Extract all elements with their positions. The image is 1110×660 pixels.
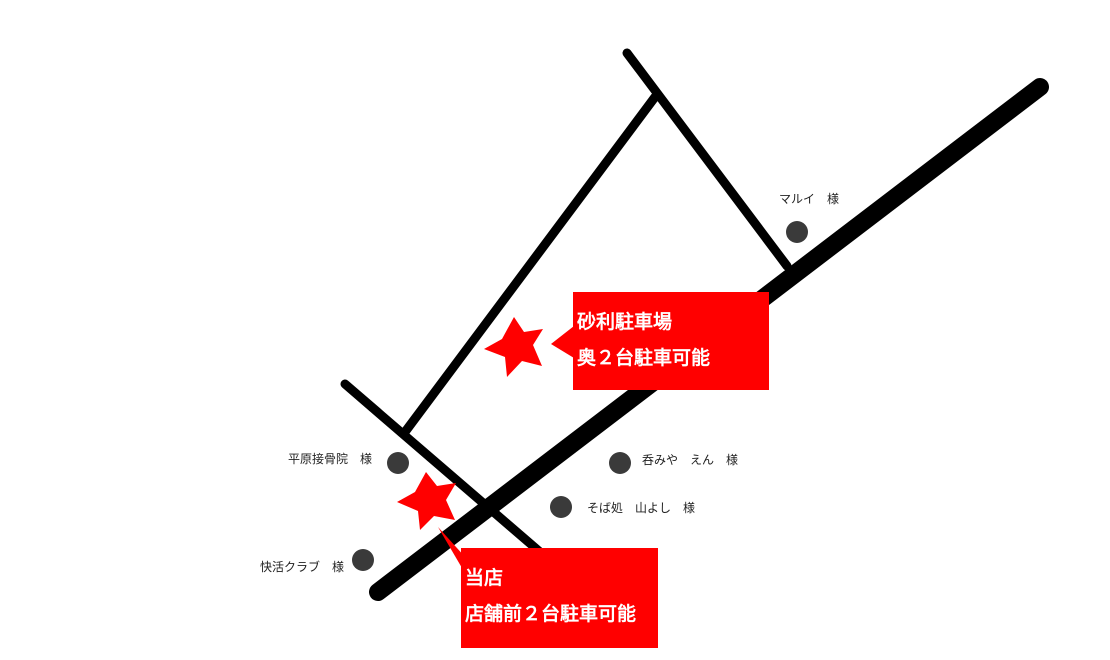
store-callout: 当店 店舗前２台駐車可能 <box>461 548 658 648</box>
parking-star-marker-icon <box>484 317 543 377</box>
landmark-label-soba-yamayoshi: そば処 山よし 様 <box>587 501 696 515</box>
side-street-right <box>622 48 792 271</box>
store-star-marker-icon <box>397 472 456 530</box>
side-street-diagonal <box>400 92 660 437</box>
parking-callout-pointer <box>551 326 574 358</box>
landmark-label-marui: マルイ 様 <box>779 192 840 206</box>
landmark-dot-icon <box>786 221 808 243</box>
parking-callout-title: 砂利駐車場 <box>577 311 673 333</box>
landmark-dot-icon <box>550 496 572 518</box>
landmark-dot-icon <box>352 549 374 571</box>
landmark-dot-icon <box>609 452 631 474</box>
store-callout-title: 当店 <box>465 567 504 589</box>
landmark-dot-icon <box>387 452 409 474</box>
parking-callout: 砂利駐車場 奥２台駐車可能 <box>573 292 769 390</box>
store-callout-detail: 店舗前２台駐車可能 <box>465 603 637 625</box>
parking-callout-detail: 奥２台駐車可能 <box>577 347 711 369</box>
side-street-left <box>340 379 545 557</box>
landmark-label-kaikatsu: 快活クラブ 様 <box>260 560 345 574</box>
landmark-label-nomiya-en: 呑みや えん 様 <box>642 453 739 467</box>
landmark-label-hirahara: 平原接骨院 様 <box>288 452 373 466</box>
